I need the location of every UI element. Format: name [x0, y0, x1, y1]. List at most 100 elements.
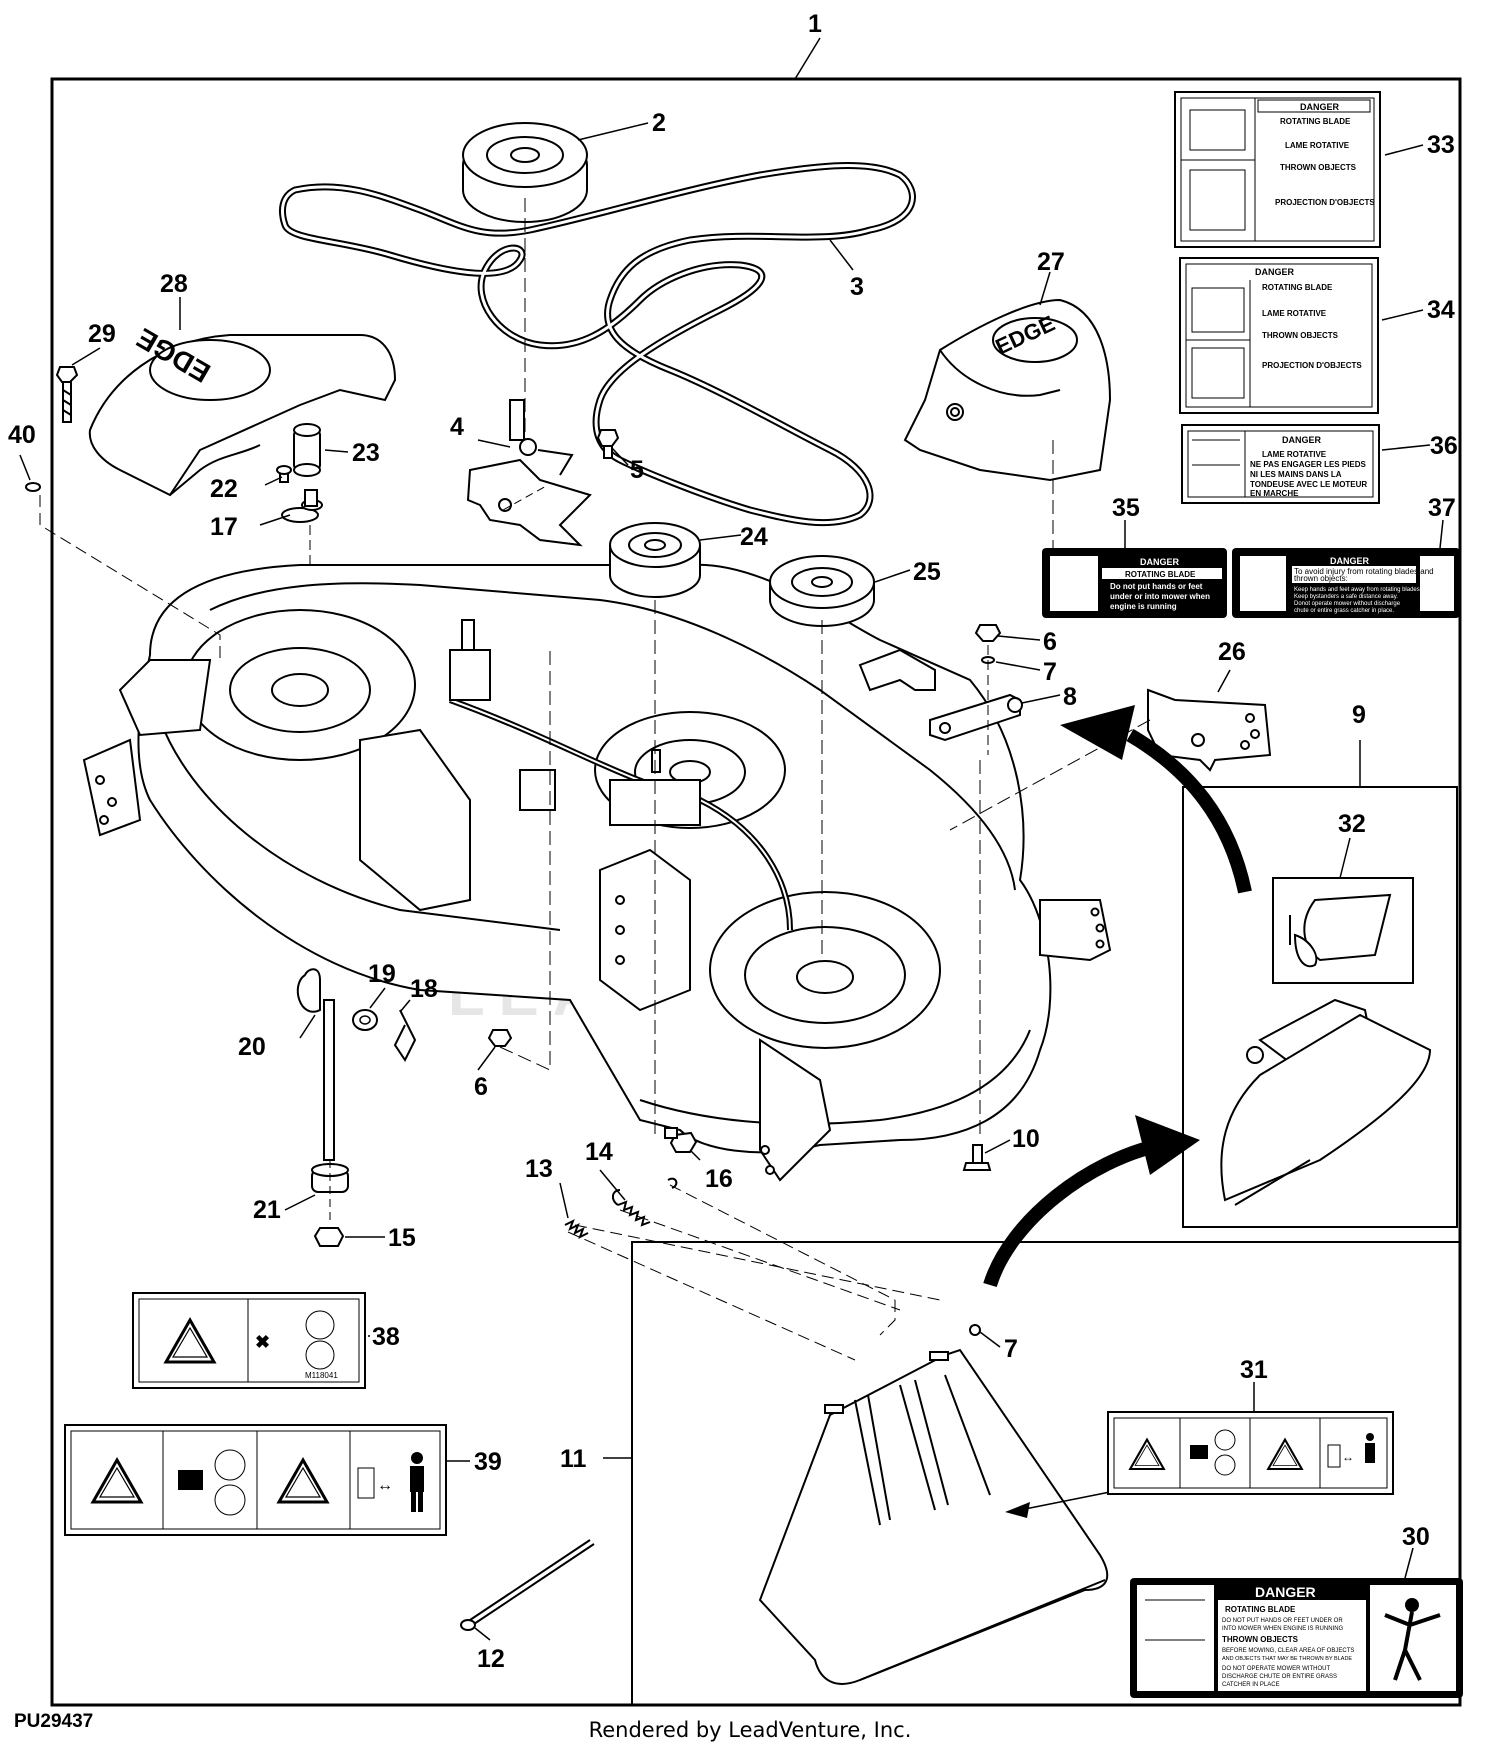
washer-7-bottom [969, 1324, 981, 1336]
callout-21: 21 [253, 1196, 281, 1224]
decal-35: DANGER ROTATING BLADE Do not put hands o… [1042, 548, 1227, 618]
callout-20: 20 [238, 1033, 266, 1061]
nut-22 [276, 465, 292, 483]
svg-text:DANGER: DANGER [1282, 435, 1322, 445]
svg-text:ROTATING BLADE: ROTATING BLADE [1280, 117, 1351, 126]
bolt-5 [596, 429, 620, 459]
svg-text:NE PAS ENGAGER LES PIEDS: NE PAS ENGAGER LES PIEDS [1250, 460, 1367, 469]
svg-text:THROWN OBJECTS: THROWN OBJECTS [1262, 331, 1339, 340]
callout-5: 5 [630, 456, 644, 484]
callout-13: 13 [525, 1155, 553, 1183]
callout-7-bottom: 7 [1004, 1335, 1018, 1363]
rod-20 [296, 968, 335, 1161]
decal-31: ↔ [1107, 1411, 1394, 1495]
callout-33: 33 [1427, 131, 1455, 159]
svg-text:Keep hands and feet away from: Keep hands and feet away from rotating b… [1294, 587, 1422, 593]
belt-cover-27: EDGE [903, 298, 1112, 482]
svg-text:M118041: M118041 [305, 1371, 338, 1380]
callout-26: 26 [1218, 638, 1246, 666]
decal-38: ✖ M118041 [132, 1292, 366, 1389]
callout-1: 1 [808, 10, 822, 38]
svg-text:thrown objects:: thrown objects: [1294, 574, 1348, 583]
spindle-23 [293, 423, 321, 477]
svg-text:AND OBJECTS THAT MAY BE THROWN: AND OBJECTS THAT MAY BE THROWN BY BLADE [1222, 1656, 1352, 1662]
decal-33: DANGER ROTATING BLADE LAME ROTATIVE THRO… [1174, 91, 1381, 248]
callout-17: 17 [210, 513, 238, 541]
rendered-by-credit: Rendered by LeadVenture, Inc. [588, 1718, 912, 1742]
drive-belt [279, 162, 916, 527]
svg-text:ROTATING BLADE: ROTATING BLADE [1125, 570, 1196, 579]
svg-text:LAME ROTATIVE: LAME ROTATIVE [1285, 141, 1350, 150]
callout-11: 11 [560, 1445, 587, 1473]
discharge-chute-11 [758, 1348, 1109, 1685]
svg-text:CATCHER IN PLACE: CATCHER IN PLACE [1222, 1682, 1280, 1688]
callout-23: 23 [352, 439, 380, 467]
bolt-17 [281, 489, 323, 523]
spring-13 [564, 1218, 589, 1240]
svg-text:chute or entire grass catcher: chute or entire grass catcher in place. [1294, 608, 1394, 614]
idler-arm-4 [466, 399, 592, 547]
svg-text:DANGER: DANGER [1300, 102, 1340, 112]
svg-text:ROTATING BLADE: ROTATING BLADE [1262, 283, 1333, 292]
callout-16: 16 [705, 1165, 733, 1193]
callout-6: 6 [1043, 628, 1057, 656]
svg-text:PROJECTION D'OBJECTS: PROJECTION D'OBJECTS [1262, 361, 1362, 370]
bolt-29 [55, 366, 79, 423]
svg-text:LAME ROTATIVE: LAME ROTATIVE [1262, 450, 1327, 459]
pulley-2 [462, 122, 588, 223]
spring-14 [612, 1177, 678, 1227]
svg-text:DO NOT OPERATE MOWER WITHOUT: DO NOT OPERATE MOWER WITHOUT [1222, 1666, 1330, 1672]
decal-36: DANGER LAME ROTATIVE NE PAS ENGAGER LES … [1181, 424, 1380, 504]
nut-6-top [974, 624, 1002, 642]
callout-3: 3 [850, 273, 864, 301]
svg-text:To avoid injury from rotating: To avoid injury from rotating blades and [1294, 567, 1434, 576]
chute-frame [631, 1241, 1461, 1706]
svg-text:PROJECTION D'OBJECTS: PROJECTION D'OBJECTS [1275, 198, 1375, 207]
callout-7: 7 [1043, 658, 1057, 686]
callout-28: 28 [160, 270, 188, 298]
nut-15 [313, 1227, 345, 1247]
callout-30: 30 [1402, 1523, 1430, 1551]
callout-24: 24 [740, 523, 768, 551]
bracket-26 [1147, 688, 1272, 772]
svg-text:under or into mower when: under or into mower when [1110, 592, 1210, 601]
bracket-8 [929, 693, 1023, 742]
svg-text:DANGER: DANGER [1255, 1584, 1316, 1600]
arrow-lower [983, 1138, 1162, 1288]
svg-text:✖: ✖ [255, 1332, 270, 1352]
svg-text:TONDEUSE AVEC LE MOTEUR: TONDEUSE AVEC LE MOTEUR [1250, 480, 1367, 489]
clip-18 [393, 1009, 417, 1062]
svg-text:engine is running: engine is running [1110, 602, 1177, 611]
svg-text:DANGER: DANGER [1140, 557, 1180, 567]
mulch-plate [1220, 998, 1432, 1206]
callout-32: 32 [1338, 810, 1366, 838]
callout-31: 31 [1240, 1356, 1268, 1384]
svg-text:DISCHARGE CHUTE OR ENTIRE GRAS: DISCHARGE CHUTE OR ENTIRE GRASS [1222, 1674, 1337, 1680]
decal-34: DANGER ROTATING BLADE LAME ROTATIVE THRO… [1179, 257, 1379, 414]
callout-27: 27 [1037, 248, 1065, 276]
callout-15: 15 [388, 1224, 416, 1252]
callout-9: 9 [1352, 701, 1366, 729]
callout-14: 14 [585, 1138, 613, 1166]
svg-text:DANGER: DANGER [1255, 267, 1295, 277]
callout-36: 36 [1430, 432, 1458, 460]
callout-29: 29 [88, 320, 116, 348]
callout-6-bottom: 6 [474, 1073, 488, 1101]
callout-39: 39 [474, 1448, 502, 1476]
belt-cover-28: EDGE [88, 322, 397, 497]
callout-10: 10 [1012, 1125, 1040, 1153]
callout-2: 2 [652, 109, 666, 137]
callout-4: 4 [450, 413, 464, 441]
svg-text:Donot operate mower without di: Donot operate mower without discharge [1294, 601, 1401, 607]
decal-32 [1272, 877, 1414, 984]
svg-text:BEFORE MOWING, CLEAR AREA OF O: BEFORE MOWING, CLEAR AREA OF OBJECTS [1222, 1648, 1354, 1654]
callout-38: 38 [372, 1323, 400, 1351]
bolt-16 [664, 1127, 698, 1153]
callout-18: 18 [410, 975, 438, 1003]
diagram-id: PU29437 [14, 1711, 94, 1732]
callout-22: 22 [210, 475, 238, 503]
svg-text:Keep bystanders a safe distanc: Keep bystanders a safe distance away. [1294, 594, 1398, 600]
svg-text:Do not put hands or feet: Do not put hands or feet [1110, 582, 1203, 591]
rod-12 [460, 1539, 595, 1631]
